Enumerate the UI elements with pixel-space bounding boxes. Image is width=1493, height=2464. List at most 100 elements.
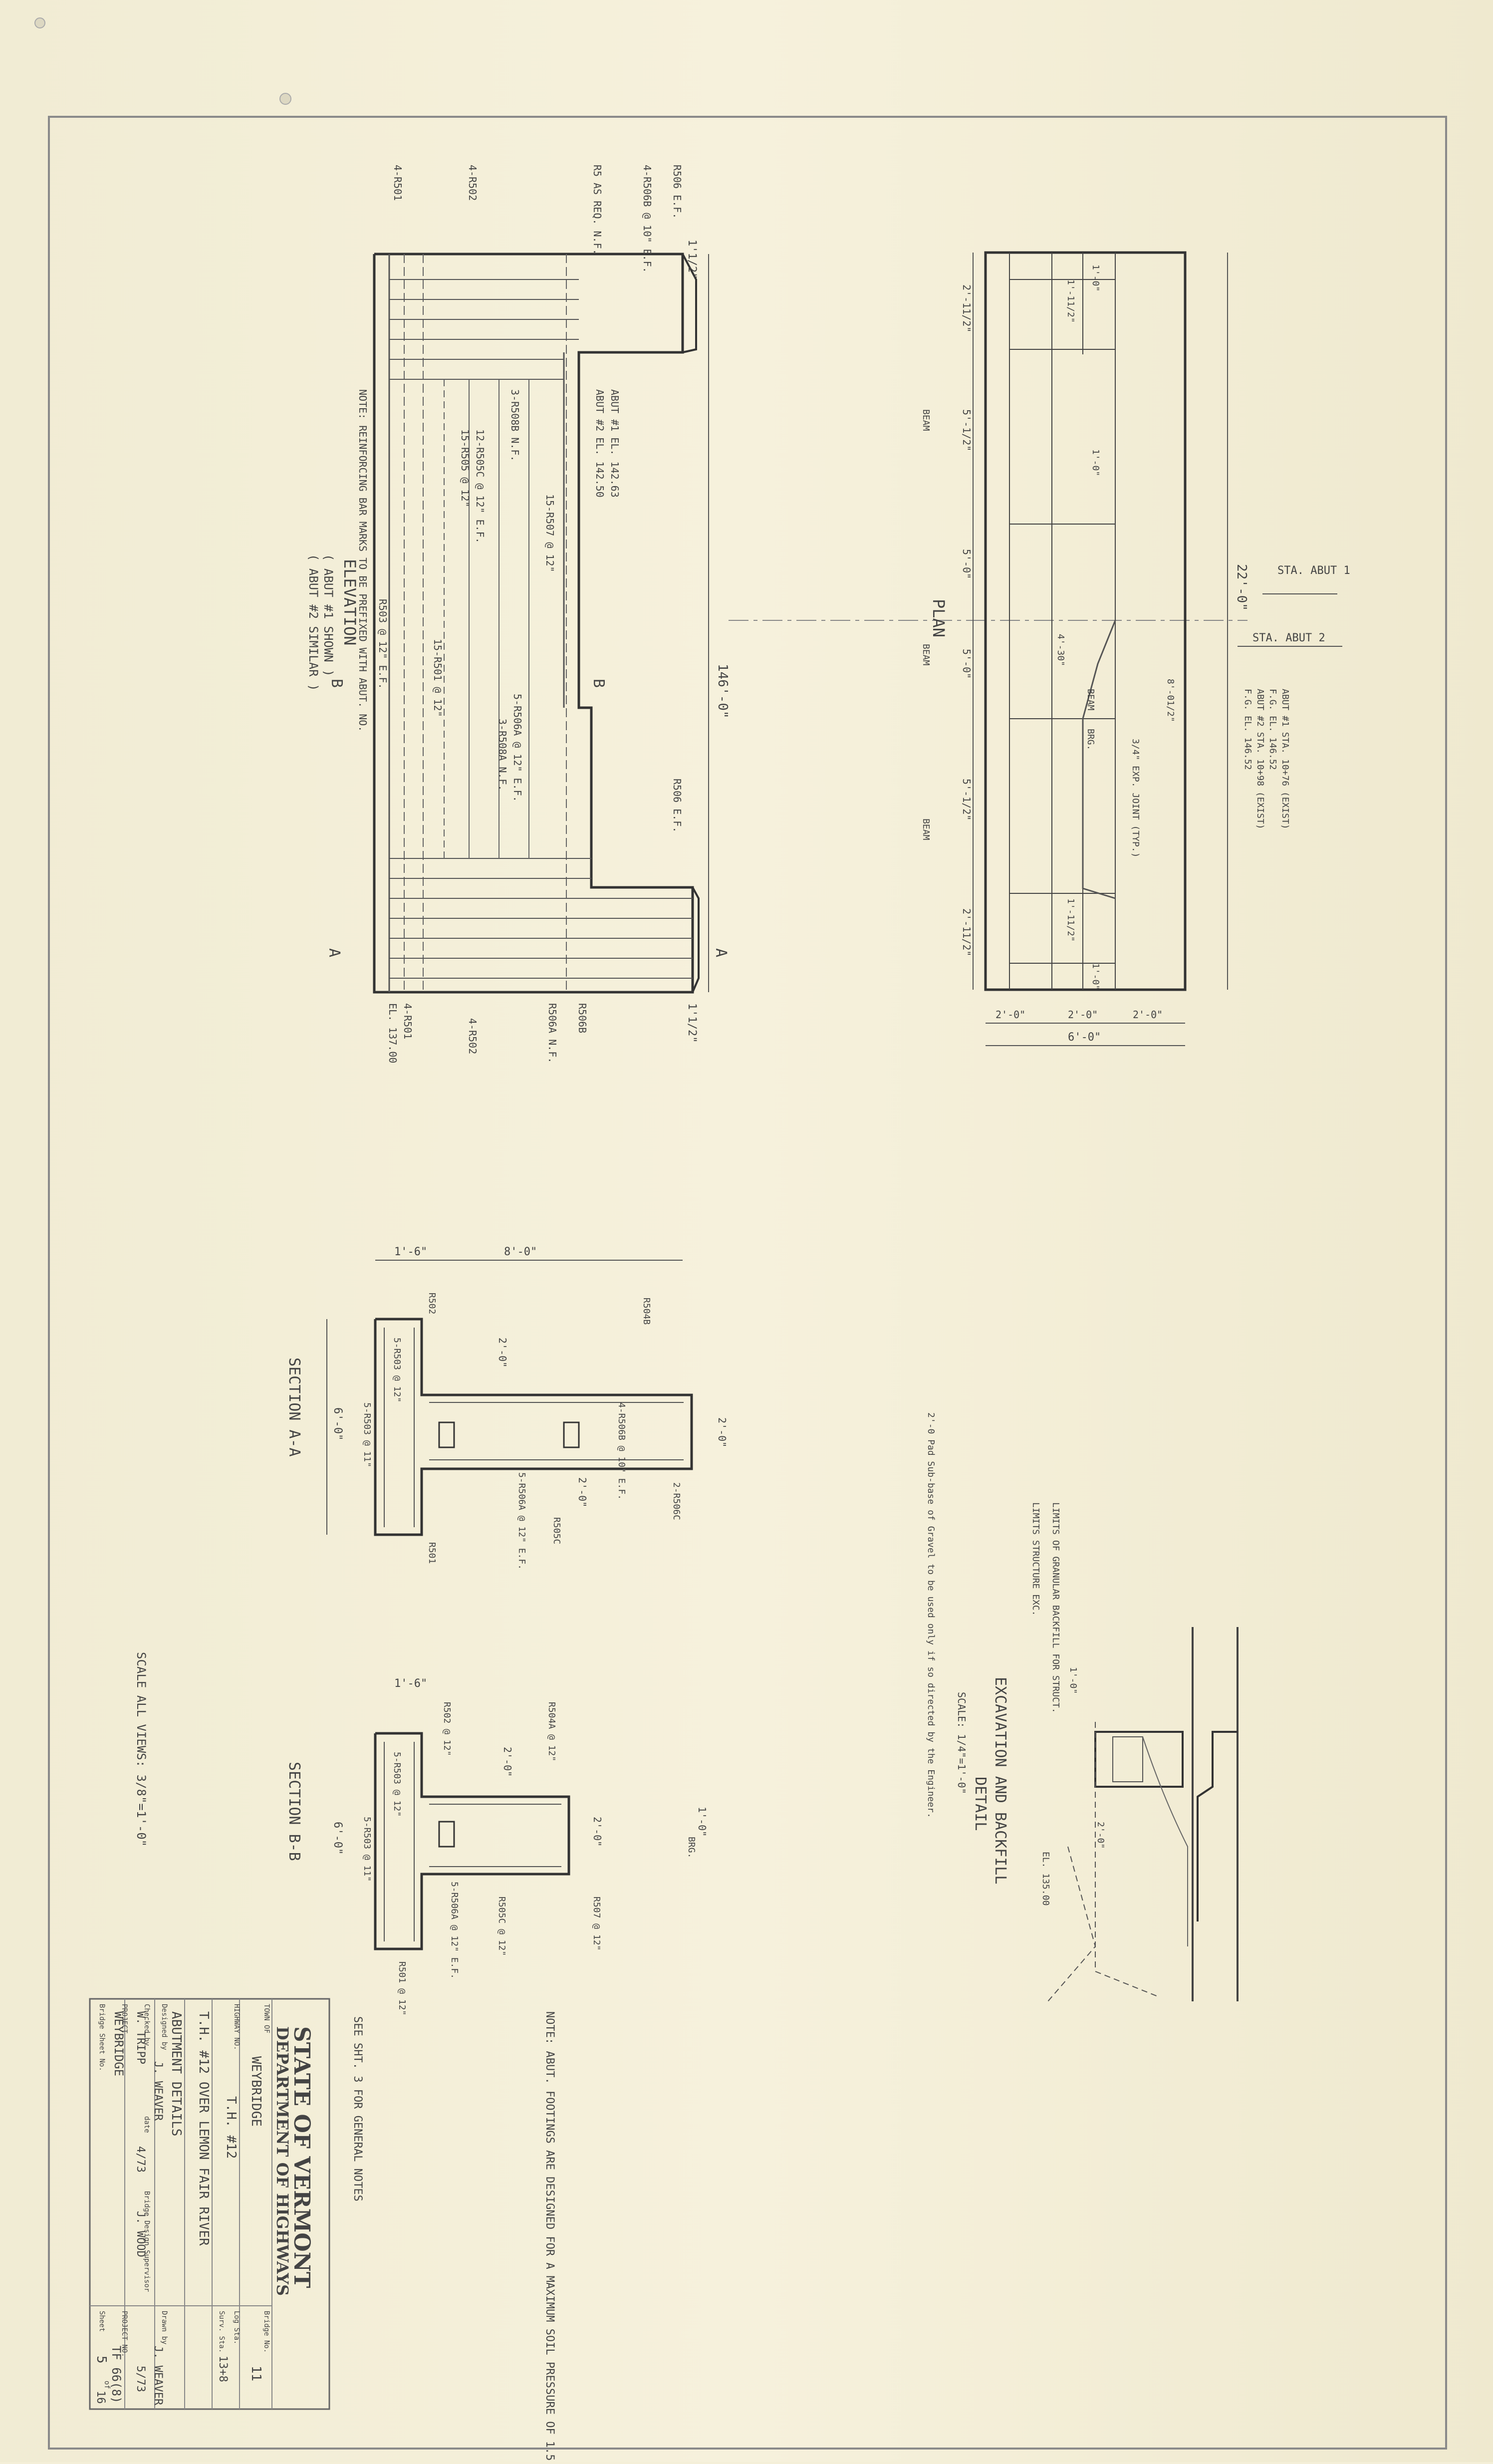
exc-label: 1'-0" [1068, 1667, 1078, 1694]
elev-label: R506 E.F. [671, 779, 683, 832]
section-b-dim: 2'-0" [501, 1747, 513, 1777]
plan-dim-left: 5'-0" [961, 649, 973, 679]
plan-label: BEAM [921, 819, 931, 840]
section-a-dim: 8'-0" [504, 1246, 537, 1258]
tb-drawn-label: Drawn by [160, 2311, 168, 2344]
section-b-label: 5-R503 @ 11" [362, 1817, 372, 1882]
elev-label: ABUT #2 EL. 142.50 [594, 389, 606, 498]
tb-total: 16 [94, 2391, 107, 2404]
plan-sta2: STA. ABUT 2 [1252, 632, 1325, 644]
elev-label: 4-R502 [467, 165, 479, 201]
section-a-label: 5-R506A @ 12" E.F. [516, 1472, 527, 1570]
exc-footing [1094, 1731, 1184, 1788]
section-a-dim: 6'-0" [331, 1407, 344, 1440]
plan-exp-joint [1082, 620, 1116, 899]
elevation-view: 146'-0" 1'1/2" 1'1/2" A A B B R506 E.F. … [306, 165, 730, 1063]
tb-date2: 5/73 [134, 2366, 147, 2392]
section-b-view: 1'-6" 2'-0" 6'-0" 2'-0" 1'-0" R502 @ 12"… [285, 1677, 708, 2015]
footing-note-text: NOTE: ABUT. FOOTINGS ARE DESIGNED FOR A … [543, 2011, 556, 2462]
tb-bridge-design-label: Bridge Design Supervisor [143, 2191, 151, 2292]
exc-label: LIMITS OF GRANULAR BACKFILL FOR STRUCT. [1050, 1502, 1061, 1713]
elev-label: 15-R501 @ 12" [432, 639, 444, 717]
elev-label: ABUT #1 EL. 142.63 [609, 389, 621, 498]
section-b-label: R505C @ 12" [497, 1897, 507, 1956]
section-b-label: R507 @ 12" [591, 1897, 602, 1950]
title-block: STATE OF VERMONT DEPARTMENT OF HIGHWAYS … [89, 1998, 330, 2410]
scale-note: SCALE ALL VIEWS: 3/8"=1'-0" [134, 1652, 148, 1847]
exc-label: LIMITS STRUCTURE EXC. [1030, 1502, 1041, 1616]
elevation-outline [373, 253, 694, 994]
elev-label: EL. 137.00 [387, 1003, 399, 1063]
border-frame [48, 116, 1447, 2450]
elev-subtitle2: ( ABUT #2 SIMILAR ) [306, 554, 320, 691]
plan-label: BEAM [921, 409, 931, 431]
tb-project-no: TF 66(8) [109, 2346, 123, 2404]
elev-label: 4-R501 [392, 165, 404, 201]
elev-label: 15-R507 @ 12" [544, 494, 556, 572]
section-a-label: 4-R506B @ 10" E.F. [616, 1402, 627, 1500]
plan-abut-note: ABUT #2 STA. 10+98 (EXIST) [1255, 689, 1265, 829]
section-a-outline [374, 1318, 693, 1536]
section-a-label: 2-R506C [671, 1482, 682, 1520]
elev-label: 3-R508B N.F. [509, 389, 521, 462]
exc-note: 2'-0 Pad Sub-base of Gravel to be used o… [926, 1412, 936, 1818]
plan-dim-bottom: 2'-0" [1133, 1009, 1163, 1021]
plan-label: 8'-01/2" [1165, 679, 1176, 722]
section-b-dim: 6'-0" [331, 1822, 344, 1855]
plan-dim-bottom: 2'-0" [1068, 1009, 1098, 1021]
tb-date1: 4/73 [134, 2146, 147, 2173]
plan-label: BEAM [1085, 689, 1096, 711]
section-b-title: SECTION B-B [285, 1762, 303, 1861]
tb-drawn: J. WEAVER [152, 2346, 164, 2406]
tb-project-no-label: PROJECT NO. [120, 2311, 128, 2357]
plan-abut-note: ABUT #1 STA. 10+76 (EXIST) [1280, 689, 1290, 829]
plan-total-bottom: 6'-0" [1068, 1031, 1101, 1044]
exc-structure [1197, 1731, 1238, 1921]
elev-subtitle: ( ABUT #1 SHOWN ) [321, 554, 335, 677]
section-b-rebar [384, 1742, 561, 1941]
tb-bridge-sheet-label: Bridge Sheet No. [98, 2004, 106, 2071]
section-a-label: 5-R503 @ 12" [392, 1338, 402, 1402]
section-a-title: SECTION A-A [285, 1358, 303, 1457]
plan-dim-left: 5'-0" [961, 549, 973, 579]
section-b-dim: 1'-0" [696, 1807, 708, 1837]
plan-label: 1'-0" [1090, 265, 1101, 291]
tb-bridge-no-label: Bridge No. [262, 2311, 270, 2353]
plan-label: 1'-11/2" [1065, 898, 1076, 942]
section-a-label: R505C [551, 1517, 562, 1544]
exc-scale: SCALE: 1/4"=1'-0" [956, 1692, 968, 1794]
elev-label: R506 E.F. [671, 165, 683, 219]
elev-label: 4-R502 [467, 1018, 479, 1054]
plan-dim-left: 2'-11/2" [961, 908, 973, 956]
elev-label: 5-R506A @ 12" E.F. [511, 694, 523, 802]
plan-label: BRG. [1085, 729, 1096, 750]
elev-bars [444, 379, 529, 858]
elev-label: 12-R505C @ 12" E.F. [474, 429, 486, 544]
tb-town-label: TOWN OF [262, 2004, 270, 2033]
section-a-dim: 1'-6" [394, 1246, 427, 1258]
section-b-dim: 2'-0" [591, 1817, 603, 1847]
tb-checked: W. TRIPP [134, 2011, 147, 2064]
elev-label: R506A N.F. [546, 1003, 558, 1063]
plan-sta1: STA. ABUT 1 [1277, 564, 1350, 577]
section-a-rebar [384, 1328, 684, 1527]
tb-sheet-title: ABUTMENT DETAILS [169, 2011, 184, 2136]
plan-grid [1009, 253, 1116, 990]
tb-log-label: Log Sta. [233, 2311, 241, 2344]
tb-bridge-design: J. WOOD [134, 2211, 147, 2257]
tb-project-label: PROJECT [120, 2004, 128, 2034]
tb-highway: T.H. #12 [224, 2096, 239, 2159]
tb-date-label: date [143, 2116, 151, 2133]
title-block-rows [90, 1999, 272, 2409]
punch-hole-left [34, 17, 45, 28]
tb-town: WEYBRIDGE [249, 2056, 263, 2127]
section-a-dim: 2'-0" [497, 1338, 508, 1368]
section-a-dim: 2'-0" [576, 1477, 588, 1507]
elev-overall-dim: 146'-0" [715, 664, 730, 719]
section-a-label: 5-R503 @ 11" [362, 1402, 372, 1467]
footing-note: NOTE: ABUT. FOOTINGS ARE DESIGNED FOR A … [543, 2011, 556, 2462]
elev-note: NOTE: REINFORCING BAR MARKS TO BE PREFIX… [357, 389, 369, 732]
tb-designed: J. WEAVER [152, 2061, 164, 2121]
